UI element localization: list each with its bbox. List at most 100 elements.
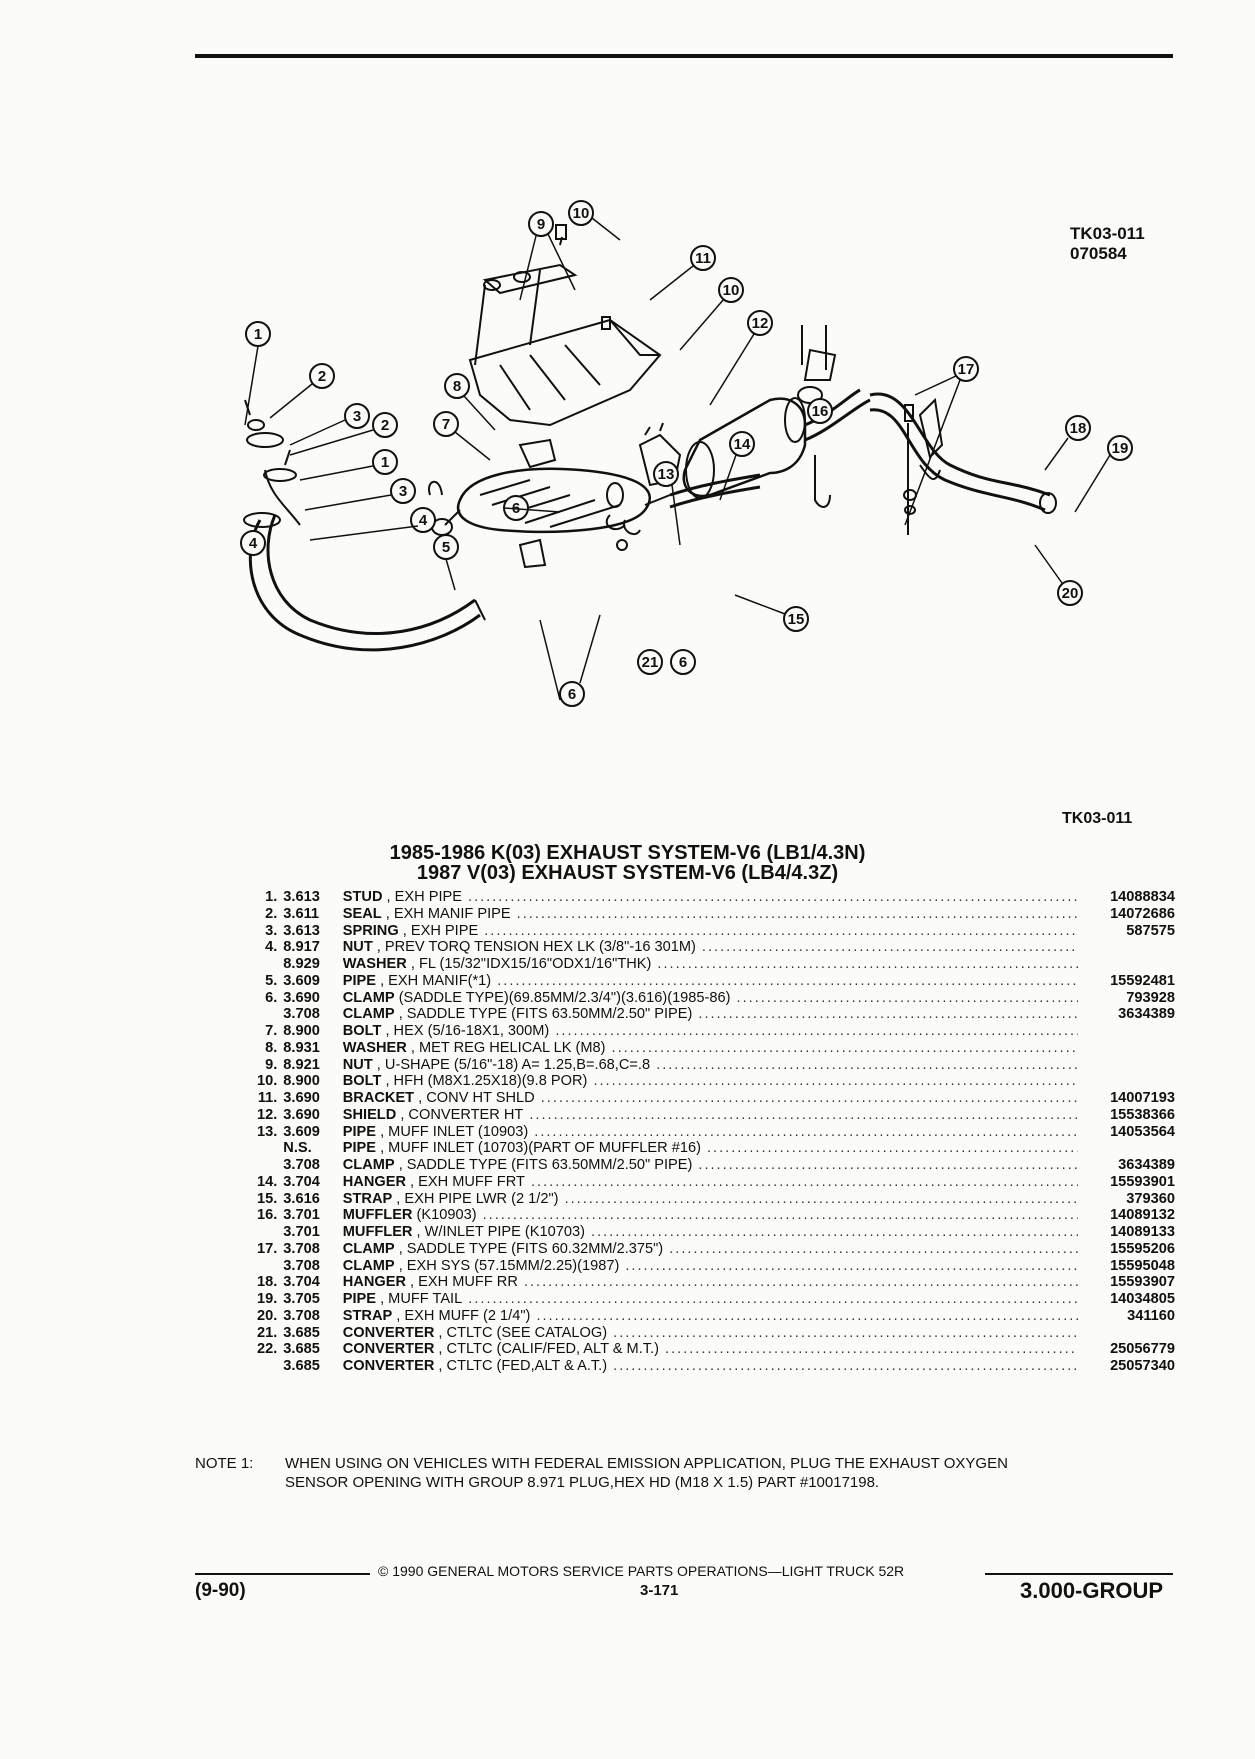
part-name: STRAP (342, 1190, 393, 1207)
part-description: , SADDLE TYPE (FITS 63.50MM/2.50" PIPE) (394, 1157, 693, 1173)
part-group-code: 3.708 (283, 1240, 320, 1257)
part-number-index: 18. (257, 1274, 278, 1291)
part-description-cell: BOLT , HFH (M8X1.25X18)(9.8 POR) .......… (343, 1073, 1078, 1090)
part-description: (SADDLE TYPE)(69.85MM/2.3/4")(3.616)(198… (394, 989, 731, 1006)
part-name: CONVERTER (342, 1324, 435, 1341)
part-description-cell: CLAMP , EXH SYS (57.15MM/2.25)(1987) ...… (343, 1258, 1078, 1275)
note-block: NOTE 1:WHEN USING ON VEHICLES WITH FEDER… (195, 1454, 1175, 1492)
part-number-index (228, 1224, 283, 1241)
leader-dots: ........................................… (534, 1123, 1078, 1140)
part-description-cell: PIPE , MUFF INLET (10903) ..............… (343, 1124, 1078, 1141)
part-catalog-number: 379360 (1126, 1190, 1175, 1207)
part-number-index: 8. (265, 1039, 278, 1056)
part-catalog-number (1078, 1023, 1175, 1040)
leader-dots: ........................................… (523, 1274, 1078, 1291)
part-group-code: 3.690 (283, 989, 320, 1006)
part-name: PIPE (342, 1123, 377, 1140)
part-name: STUD (342, 889, 383, 905)
part-number-index: 13. (257, 1123, 278, 1140)
part-name: CLAMP (342, 1006, 395, 1023)
leader-dots: ........................................… (665, 1341, 1078, 1358)
part-description: , W/INLET PIPE (K10703) (412, 1224, 585, 1240)
part-catalog-number: 587575 (1126, 922, 1175, 939)
part-number-index: 22. (257, 1341, 278, 1358)
part-name: CLAMP (342, 989, 395, 1006)
part-name: BOLT (342, 1073, 382, 1090)
part-name: NUT (342, 1056, 373, 1073)
part-description: , EXH MANIF(*1) (376, 972, 492, 989)
leader-dots: ........................................… (593, 1073, 1078, 1090)
part-catalog-number (1078, 956, 1175, 973)
footer-date: (9-90) (195, 1580, 246, 1601)
part-name: WASHER (342, 956, 407, 972)
part-number-index (228, 1358, 283, 1375)
part-description: , EXH MANIF PIPE (381, 905, 511, 922)
figure-code: TK03-011 070584 (1070, 224, 1145, 264)
footer-rule-right (985, 1573, 1173, 1575)
part-group-code: 3.690 (283, 1090, 320, 1106)
part-description: , MUFF INLET (10903) (376, 1123, 529, 1140)
footer-page-number: 3-171 (640, 1582, 679, 1599)
table-row: 13. 3.609 PIPE , MUFF INLET (10903) ......… (228, 1124, 1175, 1141)
leader-dots: ........................................… (468, 1291, 1077, 1307)
part-catalog-number: 14089132 (1110, 1207, 1175, 1224)
part-catalog-number: 15595206 (1110, 1240, 1175, 1257)
footer-copyright: © 1990 GENERAL MOTORS SERVICE PARTS OPER… (378, 1563, 905, 1579)
part-number-index: 6. (265, 989, 278, 1006)
part-catalog-number: 14088834 (1110, 889, 1175, 905)
part-description: , MUFF TAIL (376, 1291, 463, 1307)
diagram-caption-code: TK03-011 (1062, 810, 1133, 827)
leader-dots: ........................................… (736, 989, 1078, 1006)
part-name: SPRING (342, 922, 399, 939)
part-number-index: 14. (257, 1173, 278, 1190)
part-group-code: 8.900 (283, 1073, 320, 1090)
part-number-index (228, 1258, 283, 1275)
part-description-cell: MUFFLER (K10903) .......................… (343, 1207, 1078, 1224)
part-description-cell: CONVERTER , CTLTC (FED,ALT & A.T.) .....… (343, 1358, 1078, 1375)
section-title-line-1: 1985-1986 K(03) EXHAUST SYSTEM-V6 (LB1/4… (389, 842, 866, 864)
part-number-index: 21. (257, 1324, 278, 1341)
part-description: , CONVERTER HT (396, 1106, 524, 1123)
table-row: 6. 3.690 CLAMP (SADDLE TYPE)(69.85MM/2.3/4… (228, 990, 1175, 1007)
part-number-index: 2. (265, 905, 278, 922)
part-description-cell: NUT , U-SHAPE (5/16"-18) A= 1.25,B=.68,C… (343, 1057, 1078, 1074)
part-description-cell: STRAP , EXH MUFF (2 1/4") ..............… (343, 1308, 1078, 1325)
part-description-cell: SPRING , EXH PIPE ......................… (343, 923, 1078, 940)
part-description: , EXH MUFF RR (406, 1274, 518, 1291)
part-description: , EXH PIPE LWR (2 1/2") (392, 1190, 559, 1207)
part-catalog-number: 15538366 (1110, 1106, 1175, 1123)
part-description: , EXH MUFF FRT (406, 1173, 525, 1190)
part-group-code: 3.611 (283, 905, 320, 922)
part-catalog-number: 15595048 (1110, 1257, 1175, 1274)
part-description-cell: CONVERTER , CTLTC (CALIF/FED, ALT & M.T.… (343, 1341, 1078, 1358)
part-group-code: 3.613 (283, 889, 320, 905)
leader-dots: ........................................… (536, 1307, 1078, 1324)
part-number-index: 19. (257, 1291, 278, 1307)
part-name: SEAL (342, 905, 382, 922)
part-description: , U-SHAPE (5/16"-18) A= 1.25,B=.68,C=.8 (372, 1056, 651, 1073)
leader-dots: ........................................… (613, 1358, 1078, 1374)
part-group-code: 3.685 (283, 1324, 320, 1341)
leader-dots: ........................................… (656, 1056, 1078, 1073)
leader-dots: ........................................… (657, 956, 1078, 972)
part-number-index: 4. (265, 939, 278, 956)
part-number-index: 15. (257, 1190, 278, 1207)
footer-rule-left (195, 1573, 370, 1575)
leader-dots: ........................................… (540, 1090, 1078, 1106)
part-description: , CTLTC (SEE CATALOG) (434, 1324, 608, 1341)
part-catalog-number (1078, 1057, 1175, 1074)
leader-dots: ........................................… (611, 1039, 1078, 1056)
part-group-code: 3.609 (283, 1123, 320, 1140)
top-rule (195, 54, 1173, 58)
note-label: NOTE 1: (195, 1455, 254, 1472)
leader-dots: ........................................… (484, 922, 1078, 939)
leader-dots: ........................................… (530, 1173, 1078, 1190)
part-description-cell: HANGER , EXH MUFF FRT ..................… (343, 1174, 1078, 1191)
part-group-code: 3.701 (283, 1207, 320, 1224)
part-description: , CTLTC (FED,ALT & A.T.) (434, 1358, 608, 1374)
